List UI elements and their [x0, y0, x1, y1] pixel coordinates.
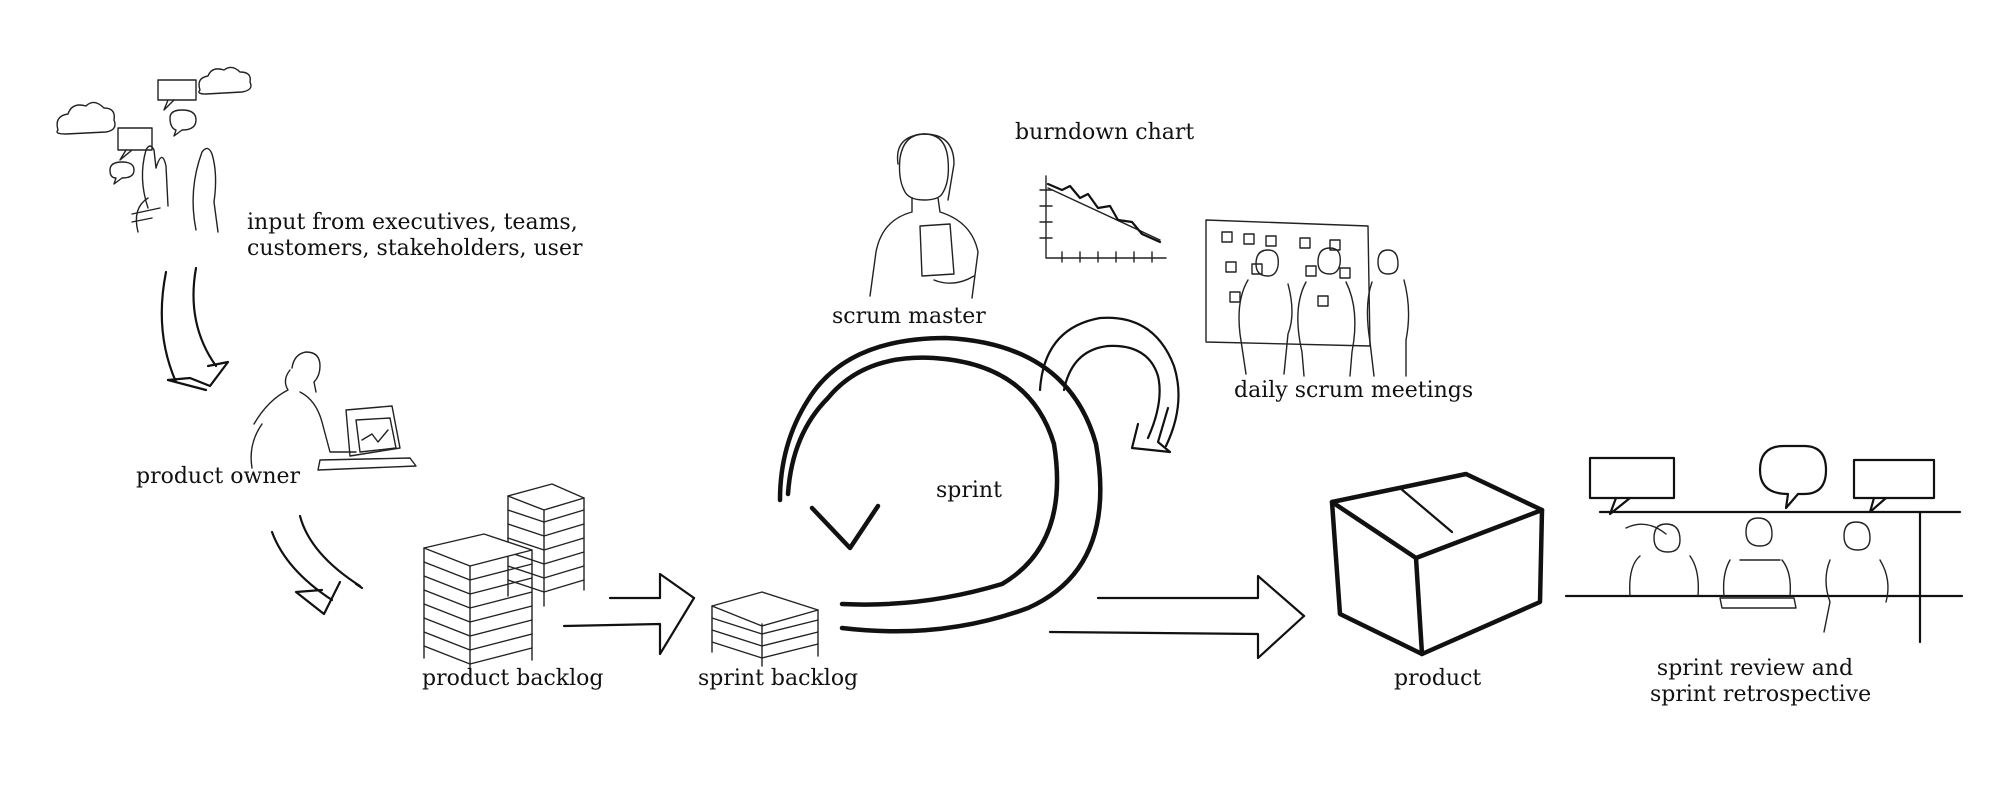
input-label: input from executives, teams, customers,… — [247, 210, 582, 262]
scrum-master-illustration — [869, 133, 979, 299]
arrow-owner-to-product-backlog — [270, 514, 364, 616]
input-label-line-1: input from executives, teams, — [247, 210, 578, 235]
product-backlog-label: product backlog — [422, 666, 604, 691]
input-label-line-2: customers, stakeholders, user — [247, 236, 583, 261]
sprint-label: sprint — [936, 478, 1002, 503]
sprint-backlog-stack — [711, 591, 819, 667]
review-label-line-1: sprint review and — [1656, 656, 1854, 681]
sprint-cycle-arrow — [777, 335, 1103, 634]
daily-scrum-illustration — [1205, 219, 1410, 377]
product-label: product — [1394, 666, 1482, 691]
arrow-to-sprint-backlog — [562, 572, 696, 656]
scrum-master-label: scrum master — [832, 304, 986, 329]
product-box — [1329, 471, 1545, 657]
review-label: sprint review and sprint retrospective — [1650, 656, 1872, 708]
product-backlog-stacks — [423, 483, 585, 675]
product-owner-label: product owner — [136, 464, 301, 489]
burndown-chart-sketch — [1039, 175, 1167, 263]
arrow-to-product — [1048, 574, 1306, 660]
burndown-chart-label: burndown chart — [1015, 120, 1195, 145]
daily-scrum-label: daily scrum meetings — [1234, 378, 1474, 403]
arrow-input-to-owner — [160, 266, 230, 392]
sprint-backlog-label: sprint backlog — [698, 666, 859, 691]
review-label-line-2: sprint retrospective — [1650, 682, 1872, 707]
sprint-review-illustration — [1564, 444, 1964, 644]
daily-scrum-loop-arrow — [1038, 316, 1180, 454]
stakeholder-input-illustration — [56, 66, 252, 233]
product-owner-illustration — [250, 351, 417, 471]
